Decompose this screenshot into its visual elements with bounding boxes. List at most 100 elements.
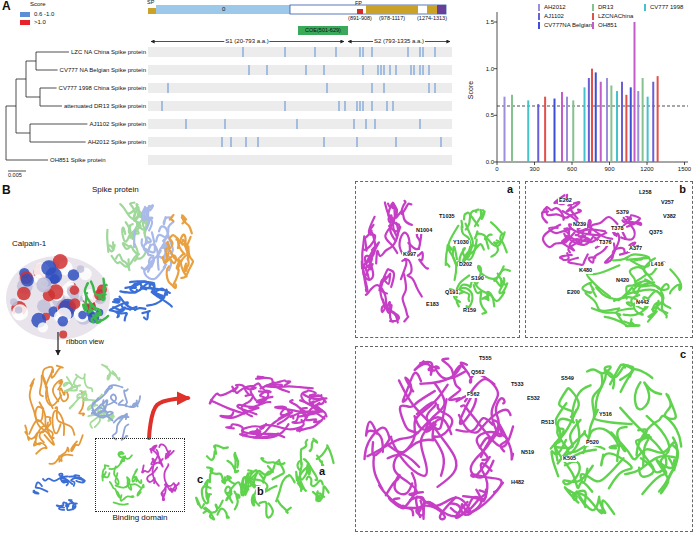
variation-tick	[231, 137, 232, 147]
score-bar	[621, 82, 623, 162]
calpain-ribbon	[373, 454, 420, 508]
binding-ribbon	[620, 365, 632, 380]
legend-item: DR13	[592, 4, 614, 10]
score-bar	[616, 91, 618, 162]
variation-tick	[285, 101, 286, 111]
score-bar	[634, 22, 636, 162]
variation-tick	[357, 101, 358, 111]
calpain-ribbon	[456, 490, 486, 518]
calpain-ribbon	[461, 363, 495, 385]
variation-tick	[441, 137, 442, 147]
calpain-ribbon	[363, 217, 375, 250]
binding-ribbon	[635, 382, 661, 409]
binding-ribbon	[310, 439, 317, 451]
variation-tick	[357, 137, 358, 147]
binding-ribbon	[307, 464, 310, 475]
spike-chain	[40, 375, 53, 408]
domain-name: COE(501-629)	[305, 28, 341, 34]
binding-ribbon	[137, 485, 143, 496]
calpain-ribbon	[401, 201, 411, 214]
calpain-ribbon	[159, 444, 170, 457]
calpain-ribbon	[389, 203, 397, 241]
panel-letter: A	[2, 0, 11, 12]
variation-tick	[381, 65, 382, 75]
residue-label: N519	[520, 450, 535, 456]
tree-leaf: AJ1102 Spike protein	[89, 121, 146, 127]
score-bar	[544, 97, 546, 162]
legend-swatch	[20, 12, 30, 17]
legend-text: AH2012	[543, 4, 567, 10]
legend-item: LZCNAChina	[592, 13, 634, 19]
score-bar	[637, 91, 639, 162]
residue-label: N239	[572, 222, 587, 228]
calpain-ribbon	[279, 407, 292, 418]
residue-label: T555	[478, 356, 493, 362]
binding-ribbon	[665, 394, 676, 419]
tick-label: 0	[495, 166, 498, 172]
calpain-ribbon	[161, 484, 166, 500]
tree-leaf-branch	[40, 106, 62, 107]
spike-chain	[130, 396, 140, 407]
score-bar	[511, 95, 513, 162]
calpain-ribbon	[364, 225, 373, 251]
binding-ribbon	[273, 460, 284, 479]
score-bar	[630, 87, 632, 162]
domain-outline	[290, 5, 446, 14]
legend-item: >1.0	[20, 19, 47, 25]
surface-patch	[15, 306, 22, 313]
variation-tick	[267, 65, 268, 75]
binding-ribbon	[91, 282, 100, 299]
residue-label: E200	[566, 290, 581, 296]
legend-text: OH851	[597, 22, 618, 28]
alignment-row	[148, 101, 452, 111]
spike-chain	[129, 207, 142, 217]
calpain-ribbon	[297, 417, 324, 432]
chart-axes	[497, 12, 688, 162]
variation-tick	[393, 101, 394, 111]
score-bar	[572, 100, 574, 162]
variation-tick	[345, 101, 346, 111]
spike-chain	[147, 290, 167, 306]
domain-name: SP	[147, 0, 154, 6]
binding-ribbon	[555, 410, 580, 448]
legend-swatch	[20, 20, 30, 25]
legend-text: CV777 1998	[649, 4, 684, 10]
residue-label: R513	[540, 420, 555, 426]
binding-ribbon	[596, 287, 634, 300]
variation-tick	[168, 83, 169, 93]
spike-chain	[116, 255, 130, 271]
domain-name: 0	[222, 6, 225, 12]
view-arrow	[57, 332, 58, 355]
residue-label: S549	[560, 376, 575, 382]
spike-chain	[59, 474, 68, 482]
binding-ribbon	[630, 267, 652, 281]
heptad-repeat	[427, 5, 437, 14]
legend-swatch	[592, 22, 594, 29]
tree-branches	[6, 52, 40, 160]
variation-tick	[363, 47, 364, 57]
spike-chain	[92, 405, 113, 421]
score-bar	[657, 76, 659, 162]
calpain-ribbon	[391, 422, 434, 476]
spike-chain	[57, 505, 64, 510]
subunit-label: S2 (793-1335 a.a.)	[373, 38, 425, 44]
calpain-ribbon	[293, 408, 307, 423]
zoom-arrow	[149, 398, 188, 438]
variation-tick	[285, 47, 286, 57]
binding-ribbon	[475, 210, 485, 226]
variation-tick	[336, 47, 337, 57]
binding-ribbon	[97, 316, 108, 323]
binding-ribbon	[317, 445, 334, 463]
calpain-ribbon	[549, 227, 569, 241]
panel-letter: c	[196, 474, 204, 485]
legend-title: Score	[30, 1, 46, 7]
residue-label: E262	[558, 198, 573, 204]
tree-leaf: attenuated DR13 Spike protein	[64, 103, 146, 109]
binding-ribbon	[652, 293, 667, 318]
alignment-row	[148, 155, 452, 165]
spike-chain	[71, 435, 83, 451]
variation-tick	[363, 101, 364, 111]
score-bar	[652, 82, 654, 162]
tree-leaf: CV777 1998 China Spike protein	[59, 85, 146, 91]
calpain-surface	[6, 256, 110, 340]
